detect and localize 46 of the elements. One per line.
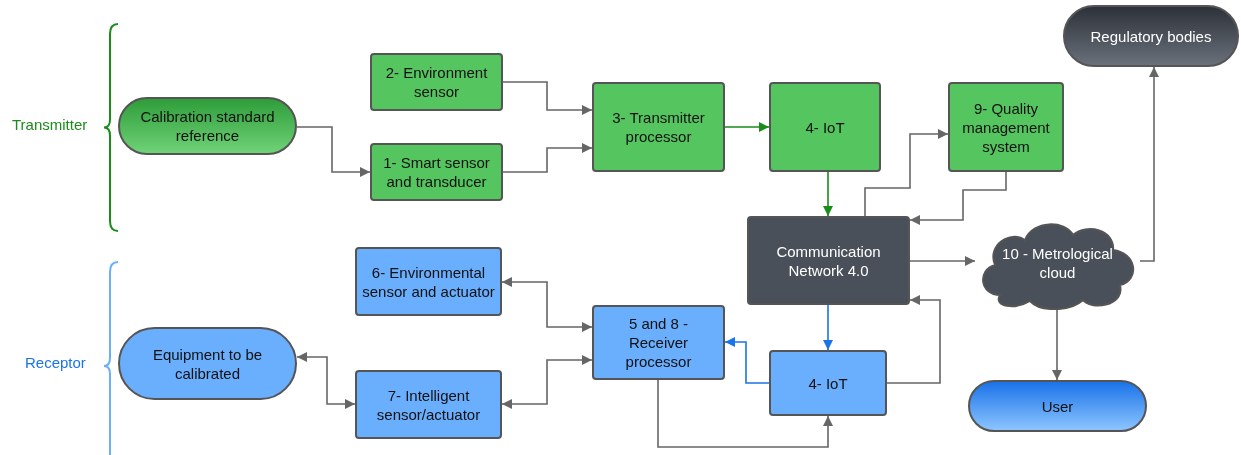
node-label: 7- Intelligent sensor/actuator	[375, 385, 482, 424]
node-label: Communication Network 4.0	[775, 241, 882, 280]
process-box	[769, 82, 881, 172]
terminal-pill	[118, 97, 297, 155]
arrow	[296, 352, 356, 409]
process-box	[592, 82, 725, 172]
node-label: 5 and 8 - Receiver processor	[624, 314, 693, 371]
node-label: Regulatory bodies	[1090, 26, 1212, 46]
node-label: 10 - Metrological cloud	[1001, 243, 1114, 282]
process-box	[370, 143, 503, 201]
node-label: 4- IoT	[805, 117, 845, 137]
arrow	[502, 81, 593, 115]
process-box	[769, 350, 887, 416]
node-label: 6- Environmental sensor and actuator	[361, 262, 496, 301]
arrow	[502, 143, 593, 173]
arrow	[864, 129, 949, 217]
arrow	[1139, 66, 1159, 262]
process-box	[355, 370, 502, 439]
process-box	[355, 247, 502, 316]
arrow	[657, 379, 833, 448]
arrow	[886, 295, 941, 384]
node-label: 9- Quality management system	[961, 98, 1051, 156]
node-label: 1- Smart sensor and transducer	[382, 153, 491, 191]
node-label: 3- Transmitter processor	[611, 108, 706, 146]
process-box	[948, 82, 1064, 172]
node-label: 2- Environment sensor	[384, 63, 489, 101]
node-label: Equipment to be calibrated	[151, 344, 264, 383]
arrow	[909, 171, 1007, 225]
group-label: Receptor	[25, 354, 86, 371]
group-label: Transmitter	[12, 116, 88, 133]
arrow	[501, 277, 593, 332]
network-box	[747, 216, 910, 305]
node-label: Calibration standard reference	[139, 107, 276, 145]
terminal-pill	[968, 380, 1147, 432]
arrow	[296, 126, 371, 177]
process-box	[592, 305, 725, 380]
node-label: User	[1041, 396, 1074, 416]
arrow	[501, 355, 593, 409]
process-box	[370, 53, 503, 111]
arrow	[724, 122, 770, 132]
arrow	[909, 256, 976, 266]
node-label: 4- IoT	[808, 373, 848, 393]
arrow	[1052, 309, 1062, 381]
arrow	[823, 304, 833, 351]
arrow	[823, 171, 833, 217]
arrow	[724, 337, 770, 384]
